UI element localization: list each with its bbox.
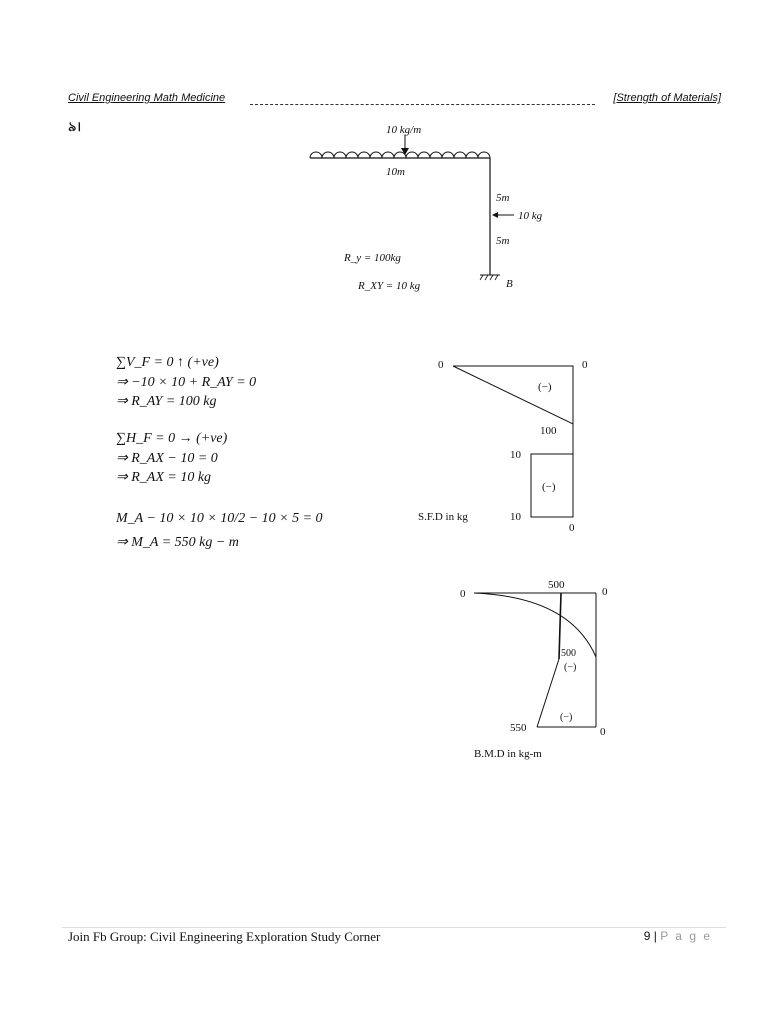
equation-3: ⇒ R_AY = 100 kg [116, 394, 217, 409]
page-separator: | [653, 929, 657, 943]
point-load-label: 10 kg [518, 210, 543, 222]
bmd-column-line [558, 592, 562, 660]
load-arrow-head [401, 148, 409, 155]
sfd-sign-bottom: (−) [542, 481, 556, 493]
lower-height-label: 5m [496, 235, 510, 247]
sfd-label-10-bottom: 10 [510, 511, 522, 523]
page-number: 9 | P a g e [644, 929, 712, 943]
bmd-label-left-zero: 0 [460, 588, 466, 600]
equation-5: ⇒ R_AX − 10 = 0 [116, 451, 218, 466]
support-label: B [506, 278, 513, 290]
page-word: P a g e [660, 929, 712, 943]
span-label: 10m [386, 166, 405, 178]
equation-2: ⇒ −10 × 10 + R_AY = 0 [116, 375, 257, 390]
bmd-parabola [473, 592, 597, 658]
equation-6: ⇒ R_AX = 10 kg [116, 470, 212, 485]
equation-1: ∑V_F = 0 ↑ (+ve) [116, 355, 219, 370]
support-hatch [494, 274, 499, 281]
support-hatch [484, 274, 489, 281]
header-subject: [Strength of Materials] [613, 92, 721, 104]
equation-7: M_A − 10 × 10 × 10/2 − 10 × 5 = 0 [116, 511, 323, 526]
point-load-arrow-head [492, 212, 498, 218]
footer-rule [62, 927, 726, 928]
bmd-caption: B.M.D in kg-m [474, 748, 542, 760]
bmd-label-right-zero: 0 [602, 586, 608, 598]
bmd-sign-top: (−) [564, 662, 576, 673]
reaction-y: R_y = 100kg [343, 252, 401, 264]
sfd-label-10-top: 10 [510, 449, 522, 461]
header-rule [250, 104, 595, 105]
sfd-beam-outline [452, 365, 574, 425]
sfd-label-right-zero: 0 [582, 359, 588, 371]
load-label: 10 kg/m [386, 124, 421, 136]
frame-diagram: 10 kg/m 10m 5m 10 kg 5m B R_y = 100kg R_… [309, 124, 543, 292]
sfd-label-left-zero: 0 [438, 359, 444, 371]
equation-8: ⇒ M_A = 550 kg − m [116, 535, 239, 550]
bmd-label-500-mid: 500 [561, 648, 576, 659]
support-hatch [479, 274, 484, 281]
sfd-label-bottom-zero: 0 [569, 522, 575, 534]
page-number-value: 9 [643, 929, 651, 943]
bmd-slope-line [536, 658, 560, 728]
sfd-label-100: 100 [540, 425, 557, 437]
reaction-x: R_XY = 10 kg [357, 280, 421, 292]
header-title: Civil Engineering Math Medicine [68, 92, 226, 104]
sfd-sign-top: (−) [538, 381, 552, 393]
bmd-sign-bottom: (−) [560, 712, 572, 723]
sfd-column-rect [530, 453, 574, 518]
distributed-load [309, 151, 491, 159]
shear-force-diagram: 0 0 100 10 10 0 (−) (−) S.F.D in kg [418, 359, 588, 534]
bmd-label-550: 550 [510, 722, 527, 734]
question-number: ৯। [68, 119, 82, 134]
support-hatch [489, 274, 494, 281]
sfd-caption: S.F.D in kg [418, 511, 468, 523]
bmd-label-bottom-zero: 0 [600, 726, 606, 738]
bending-moment-diagram: 500 0 0 500 550 0 (−) (−) B.M.D in kg-m [460, 579, 608, 760]
equation-4: ∑H_F = 0 → (+ve) [116, 431, 228, 446]
bmd-label-500-top: 500 [548, 579, 565, 591]
upper-height-label: 5m [496, 192, 510, 204]
footer-text: Join Fb Group: Civil Engineering Explora… [68, 929, 381, 944]
